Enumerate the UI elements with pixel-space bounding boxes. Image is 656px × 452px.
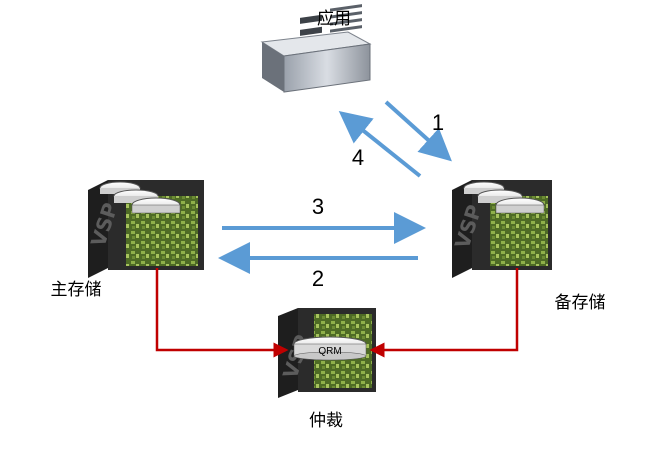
quorum-label: 仲裁	[309, 411, 343, 431]
step-2-label: 2	[312, 266, 324, 291]
secondary-storage-icon: VSP	[450, 180, 552, 278]
secondary-quorum-link	[369, 268, 519, 358]
arrow-step-1	[384, 100, 452, 162]
secondary-storage-label: 备存储	[555, 293, 606, 313]
primary-storage-icon: VSP	[86, 180, 204, 278]
qrm-disk-label: QRM	[318, 346, 341, 357]
primary-quorum-link	[155, 268, 289, 358]
app-label: 应用	[317, 9, 351, 29]
primary-storage-label: 主存储	[51, 280, 102, 300]
arrow-step-4	[338, 111, 422, 178]
quorum-storage-icon: VSP QRM	[278, 308, 376, 398]
step-3-label: 3	[312, 194, 324, 219]
app-server-icon	[260, 4, 372, 93]
step-1-label: 1	[432, 110, 444, 135]
step-4-label: 4	[352, 145, 364, 170]
